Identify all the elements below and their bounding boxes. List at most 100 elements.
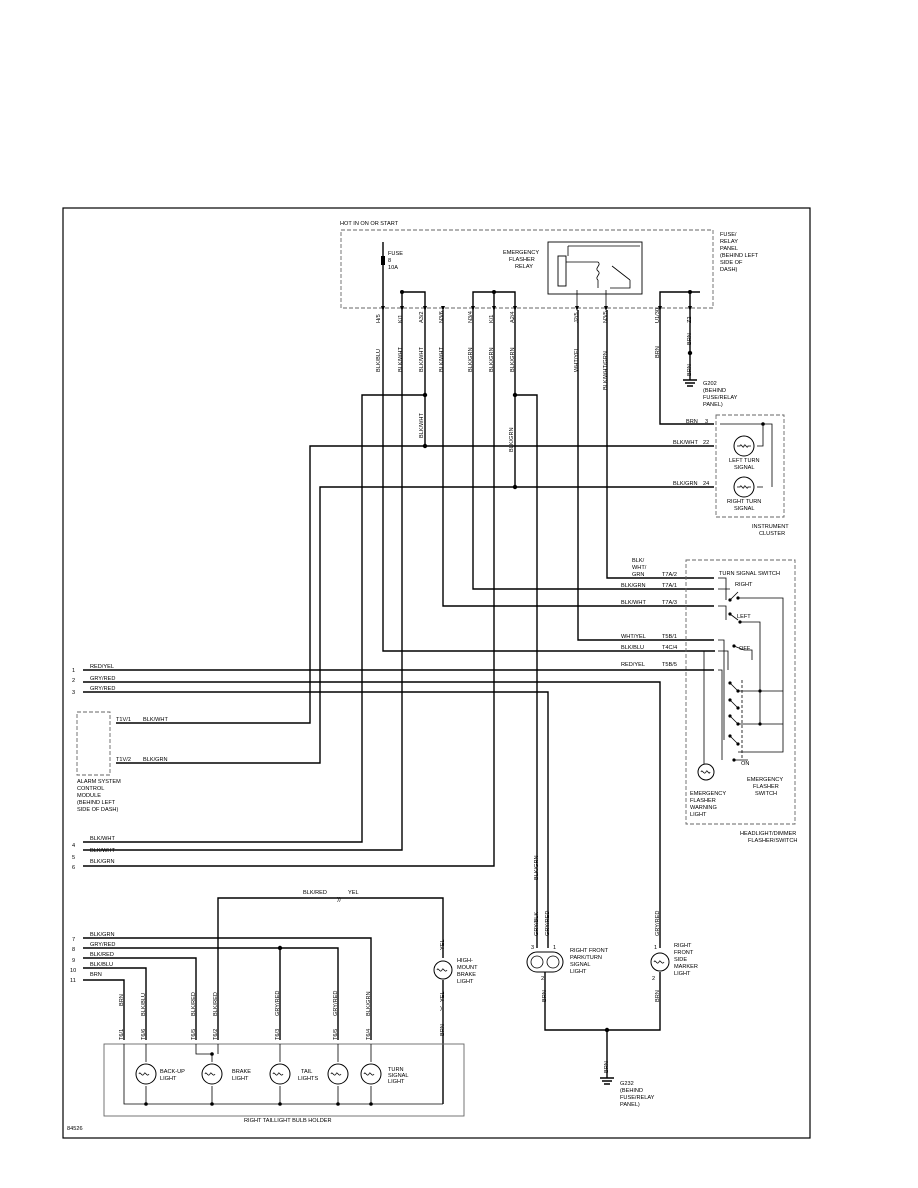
svg-text:FUSE/RELAY: FUSE/RELAY	[620, 1095, 655, 1101]
svg-text:11: 11	[70, 978, 76, 984]
svg-text:BLK/: BLK/	[632, 558, 645, 564]
svg-text:LIGHT: LIGHT	[690, 812, 707, 818]
right-turn-label: RIGHT TURN SIGNAL	[727, 499, 761, 512]
svg-text:6: 6	[72, 865, 75, 871]
svg-text:TURN SIGNAL SWITCH: TURN SIGNAL SWITCH	[719, 571, 780, 577]
svg-text:T1V/1: T1V/1	[116, 717, 131, 723]
headlight-dimmer-flasher-switch	[685, 559, 796, 825]
brake-light-bulb	[201, 1063, 223, 1085]
svg-text:2: 2	[652, 976, 655, 982]
svg-text:FUSE: FUSE	[388, 251, 403, 257]
svg-text:INSTRUMENT: INSTRUMENT	[752, 524, 789, 530]
svg-text:ALARM SYSTEM: ALARM SYSTEM	[77, 779, 121, 785]
svg-text:A3/2: A3/2	[419, 311, 425, 323]
svg-text:SIDE: SIDE	[674, 957, 687, 963]
svg-text:1: 1	[654, 945, 657, 951]
svg-text:T7A/1: T7A/1	[662, 583, 677, 589]
svg-text:GRY/RED: GRY/RED	[333, 991, 339, 1016]
svg-text:BRN: BRN	[119, 994, 125, 1006]
svg-text:HIGH-: HIGH-	[457, 958, 473, 964]
terminal-labels: H/5 K/1 A3/2 N3/6 N3/4 K/1 A2/4 J2/5 N3/…	[376, 308, 693, 323]
svg-text:T6/2: T6/2	[213, 1029, 219, 1040]
svg-text:FLASHER/SWITCH: FLASHER/SWITCH	[748, 838, 797, 844]
svg-text:LEFT: LEFT	[737, 614, 751, 620]
tail-light-bulb-right	[327, 1063, 349, 1085]
svg-text:GRY/RED: GRY/RED	[90, 686, 115, 692]
left-turn-label: LEFT TURN SIGNAL	[729, 458, 760, 471]
fuse-panel-box	[340, 229, 714, 309]
svg-text:EMERGENCY: EMERGENCY	[690, 791, 726, 797]
taillight-wire-labels: BRN BLK/BLU BLK/RED BLK/RED GRY/RED GRY/…	[119, 991, 372, 1016]
terminal-arrows	[381, 306, 692, 311]
side-marker-label: RIGHT FRONT SIDE MARKER LIGHT	[674, 943, 698, 977]
svg-text:GRY/RED: GRY/RED	[655, 911, 661, 936]
svg-text:BRAKE: BRAKE	[457, 972, 476, 978]
ground-g202: G202 (BEHIND FUSE/RELAY PANEL)	[703, 381, 738, 408]
svg-text:WHT/YEL: WHT/YEL	[621, 634, 646, 640]
svg-text:)): ))	[337, 897, 341, 903]
turn-signal-light-label: TURN SIGNAL LIGHT	[388, 1067, 409, 1085]
svg-text:K/1: K/1	[489, 315, 495, 323]
tail-lights-label: TAIL LIGHTS	[298, 1069, 318, 1082]
svg-text:3: 3	[531, 945, 534, 951]
svg-text:FLASHER: FLASHER	[509, 257, 535, 263]
svg-text:BLK/WHT: BLK/WHT	[673, 440, 698, 446]
svg-text:24: 24	[703, 481, 709, 487]
svg-text:TURN: TURN	[388, 1067, 404, 1073]
svg-text:T4C/4: T4C/4	[662, 645, 677, 651]
svg-text:HEADLIGHT/DIMMER: HEADLIGHT/DIMMER	[740, 831, 796, 837]
svg-text:SIGNAL: SIGNAL	[734, 506, 755, 512]
svg-text:GRN: GRN	[632, 572, 644, 578]
taillight-pin-labels: T6/1 T6/6 T6/5 T6/2 T6/3 T6/5 T6/4	[119, 1029, 372, 1040]
svg-text:BLK/GRN: BLK/GRN	[534, 855, 540, 880]
left-connectors-1-3: 1 RED/YEL 2 GRY/RED 3 GRY/RED	[72, 664, 115, 696]
cluster-name: INSTRUMENT CLUSTER	[752, 524, 789, 537]
right-taillight-bulb-holder	[103, 1043, 465, 1117]
svg-text:RED/YEL: RED/YEL	[621, 662, 645, 668]
svg-text:RELAY: RELAY	[720, 239, 738, 245]
svg-text:FLASHER: FLASHER	[690, 798, 716, 804]
svg-text:FLASHER: FLASHER	[753, 784, 779, 790]
svg-text:BLK/GRN: BLK/GRN	[366, 991, 372, 1016]
svg-text:RIGHT: RIGHT	[674, 943, 692, 949]
svg-text:RIGHT TURN: RIGHT TURN	[727, 499, 761, 505]
svg-text:BLK/WHT: BLK/WHT	[90, 848, 115, 854]
tail-light-bulb-left	[269, 1063, 291, 1085]
svg-text:): )	[440, 1006, 442, 1012]
svg-text:GRY/RED: GRY/RED	[545, 911, 551, 936]
flasher-warning-light	[697, 763, 715, 781]
svg-text:DASH): DASH)	[720, 267, 738, 273]
fuse-label: FUSE 8 10A	[388, 251, 403, 271]
svg-text:TAIL: TAIL	[301, 1069, 312, 1075]
svg-text:3: 3	[72, 690, 75, 696]
svg-text:8: 8	[388, 258, 391, 264]
back-up-light-label: BACK-UP LIGHT	[160, 1069, 185, 1082]
svg-text:LIGHT: LIGHT	[457, 979, 474, 985]
left-connectors-4-6: 4 BLK/WHT 5 BLK/WHT 6 BLK/GRN	[72, 836, 115, 871]
svg-text:2: 2	[541, 976, 544, 982]
svg-text:EMERGENCY: EMERGENCY	[503, 250, 539, 256]
svg-text:U1/30: U1/30	[655, 308, 661, 323]
svg-text:G202: G202	[703, 381, 717, 387]
svg-text:9: 9	[72, 958, 75, 964]
high-mount-brake-light	[433, 960, 453, 980]
svg-text:BLK/GRN: BLK/GRN	[468, 347, 474, 372]
svg-text:(BEHIND: (BEHIND	[620, 1088, 643, 1094]
emergency-flasher-relay	[547, 241, 643, 295]
svg-text:BLK/WHT: BLK/WHT	[439, 347, 445, 372]
svg-text:H/5: H/5	[376, 314, 382, 323]
svg-text:BRN: BRN	[686, 419, 698, 425]
svg-text:YEL: YEL	[440, 991, 446, 1002]
svg-text:CONTROL: CONTROL	[77, 786, 104, 792]
svg-text:ON: ON	[741, 761, 749, 767]
svg-text:MOUNT: MOUNT	[457, 965, 478, 971]
svg-text:(BEHIND LEFT: (BEHIND LEFT	[77, 800, 116, 806]
svg-text:SIDE OF: SIDE OF	[720, 260, 743, 266]
svg-text:BLK/WHT: BLK/WHT	[419, 347, 425, 372]
svg-text:T7A/2: T7A/2	[662, 572, 677, 578]
svg-text:GRY/BLK: GRY/BLK	[534, 912, 540, 936]
right-front-side-marker-light	[650, 952, 670, 972]
high-mount-label: HIGH- MOUNT BRAKE LIGHT	[457, 958, 478, 985]
svg-text:BRAKE: BRAKE	[232, 1069, 251, 1075]
